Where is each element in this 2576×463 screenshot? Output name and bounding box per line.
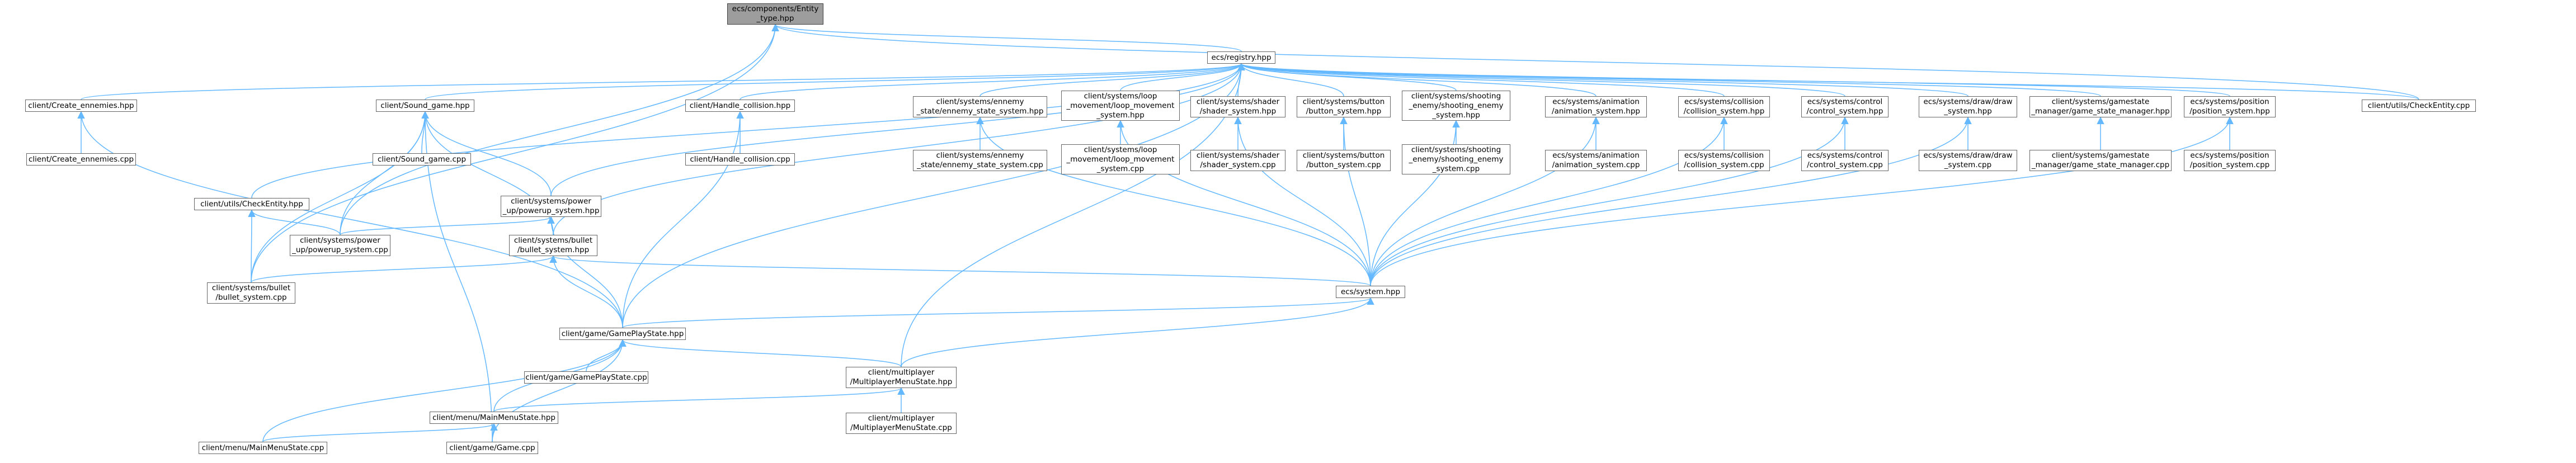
edge-mainmenu_hpp-to-game_cpp	[490, 423, 498, 442]
node-multiplayer-menu-state-cpp[interactable]: client/multiplayer /MultiplayerMenuState…	[846, 413, 957, 434]
node-shooting-enemy-system-cpp[interactable]: client/systems/shooting _enemy/shooting_…	[1402, 144, 1510, 174]
node-game-cpp[interactable]: client/game/Game.cpp	[446, 442, 538, 454]
node-bullet-system-hpp[interactable]: client/systems/bullet /bullet_system.hpp	[509, 235, 597, 256]
edge-button_hpp-to-system_hpp	[1340, 116, 1371, 286]
node-button-system-hpp[interactable]: client/systems/button /button_system.hpp	[1297, 96, 1391, 117]
node-sound-game-cpp[interactable]: client/Sound_game.cpp	[373, 153, 471, 166]
node-check-entity-cpp[interactable]: client/utils/CheckEntity.cpp	[2362, 100, 2476, 112]
edge-control_hpp-to-system_hpp	[1370, 116, 1849, 286]
edge-check_entity_hpp-to-bullet_cpp	[248, 209, 256, 283]
node-control-system-hpp[interactable]: ecs/systems/control /control_system.hpp	[1801, 96, 1889, 117]
edge-shader_hpp-to-system_hpp	[1234, 116, 1371, 286]
edge-registry-to-handle_collision_hpp	[740, 63, 1245, 100]
node-animation-system-cpp[interactable]: ecs/systems/animation /animation_system.…	[1545, 150, 1647, 171]
node-draw-system-hpp[interactable]: ecs/systems/draw/draw _system.hpp	[1919, 96, 2017, 117]
node-multiplayer-menu-state-hpp[interactable]: client/multiplayer /MultiplayerMenuState…	[846, 367, 957, 388]
edge-registry-to-multiplayer_hpp	[901, 63, 1245, 367]
edge-bullet_hpp-to-system_hpp	[549, 255, 1371, 286]
node-game-state-manager-hpp[interactable]: client/systems/gamestate _manager/game_s…	[2029, 96, 2172, 117]
edge-sound_game_hpp-to-powerup_hpp	[421, 111, 552, 196]
node-gameplay-state-hpp[interactable]: client/game/GamePlayState.hpp	[559, 328, 686, 340]
node-shader-system-hpp[interactable]: client/systems/shader /shader_system.hpp	[1190, 96, 1285, 117]
edge-entity-to-bullet_cpp	[251, 23, 779, 283]
edge-registry-to-check_entity_hpp	[251, 63, 1245, 199]
edge-enemy_state_hpp-to-system_hpp	[976, 116, 1371, 286]
node-collision-system-hpp[interactable]: ecs/systems/collision /collision_system.…	[1678, 96, 1770, 117]
edge-gameplay_hpp-to-gameplay_cpp	[586, 339, 627, 372]
node-position-system-cpp[interactable]: ecs/systems/position /position_system.cp…	[2184, 150, 2276, 171]
edge-registry-to-button_hpp	[1237, 63, 1344, 97]
edge-registry-to-draw_hpp	[1237, 63, 1969, 97]
edge-system_hpp-to-multiplayer_hpp	[901, 297, 1374, 367]
node-ennemy-state-system-cpp[interactable]: client/systems/ennemy _state/ennemy_stat…	[913, 150, 1047, 171]
edge-powerup_hpp-to-powerup_cpp	[340, 216, 555, 235]
node-shooting-enemy-system-hpp[interactable]: client/systems/shooting _enemy/shooting_…	[1402, 91, 1510, 121]
edge-registry-to-gamestate_hpp	[1237, 63, 2101, 97]
node-loop-movement-system-cpp[interactable]: client/systems/loop _movement/loop_movem…	[1061, 144, 1180, 174]
node-collision-system-cpp[interactable]: ecs/systems/collision /collision_system.…	[1678, 150, 1770, 171]
node-control-system-cpp[interactable]: ecs/systems/control /control_system.cpp	[1801, 150, 1889, 171]
edge-check_entity_hpp-to-powerup_cpp	[248, 209, 341, 235]
node-main-menu-state-hpp[interactable]: client/menu/MainMenuState.hpp	[430, 412, 558, 424]
node-main-menu-state-cpp[interactable]: client/menu/MainMenuState.cpp	[199, 442, 327, 454]
edge-registry-to-check_entity_cpp	[1238, 63, 2419, 100]
edge-collision_hpp-to-system_hpp	[1370, 116, 1728, 286]
node-ennemy-state-system-hpp[interactable]: client/systems/ennemy _state/ennemy_stat…	[913, 96, 1047, 117]
node-handle-collision-cpp[interactable]: client/Handle_collision.cpp	[685, 153, 795, 166]
edge-registry-to-loop_movement_hpp	[1120, 63, 1245, 91]
edge-registry-to-control_hpp	[1237, 63, 1845, 97]
node-bullet-system-cpp[interactable]: client/systems/bullet /bullet_system.cpp	[207, 282, 295, 304]
edge-entity-to-registry	[771, 23, 1242, 52]
edge-entity-to-check_entity_cpp	[771, 23, 2419, 100]
edge-gameplay_hpp-to-multiplayer_hpp	[619, 339, 902, 367]
node-draw-system-cpp[interactable]: ecs/systems/draw/draw _system.cpp	[1919, 150, 2017, 171]
edge-registry-to-enemy_state_hpp	[979, 63, 1245, 97]
node-handle-collision-hpp[interactable]: client/Handle_collision.hpp	[685, 100, 795, 112]
edge-draw_hpp-to-system_hpp	[1370, 116, 1972, 286]
edge-sound_game_hpp-to-bullet_cpp	[251, 111, 429, 283]
edge-registry-to-create_enemies_hpp	[81, 63, 1245, 100]
node-button-system-cpp[interactable]: client/systems/button /button_system.cpp	[1297, 150, 1391, 171]
node-create-ennemies-hpp[interactable]: client/Create_ennemies.hpp	[25, 100, 137, 112]
edge-sound_game_hpp-to-game_cpp	[421, 111, 493, 442]
node-sound-game-hpp[interactable]: client/Sound_game.hpp	[376, 100, 474, 112]
edge-animation_hpp-to-system_hpp	[1370, 116, 1600, 286]
node-registry-hpp[interactable]: ecs/registry.hpp	[1207, 51, 1275, 64]
node-powerup-system-hpp[interactable]: client/systems/power _up/powerup_system.…	[501, 196, 601, 217]
node-entity-type-hpp[interactable]: ecs/components/Entity _type.hpp	[727, 3, 823, 25]
node-system-hpp[interactable]: ecs/system.hpp	[1336, 286, 1405, 298]
node-position-system-hpp[interactable]: ecs/systems/position /position_system.hp…	[2184, 96, 2276, 117]
edge-gameplay_hpp-to-mainmenu_cpp	[262, 339, 627, 442]
edge-registry-to-sound_game_hpp	[425, 63, 1245, 100]
node-create-ennemies-cpp[interactable]: client/Create_ennemies.cpp	[26, 153, 136, 166]
edge-handle_collision_hpp-to-gameplay_hpp	[622, 111, 744, 328]
edge-multiplayer_hpp-to-mainmenu_hpp	[493, 387, 905, 412]
edge-bullet_hpp-to-gameplay_hpp	[549, 255, 623, 328]
edge-gameplay_hpp-to-game_cpp	[492, 339, 627, 442]
node-game-state-manager-cpp[interactable]: client/systems/gamestate _manager/game_s…	[2029, 150, 2172, 171]
edge-bullet_hpp-to-bullet_cpp	[251, 255, 557, 283]
edge-registry-to-powerup_hpp	[550, 63, 1245, 196]
node-check-entity-hpp[interactable]: client/utils/CheckEntity.hpp	[194, 198, 309, 210]
node-shader-system-cpp[interactable]: client/systems/shader /shader_system.cpp	[1190, 150, 1285, 171]
node-loop-movement-system-hpp[interactable]: client/systems/loop _movement/loop_movem…	[1061, 91, 1180, 121]
edge-position_hpp-to-system_hpp	[1370, 116, 2234, 286]
node-animation-system-hpp[interactable]: ecs/systems/animation /animation_system.…	[1545, 96, 1647, 117]
edge-system_hpp-to-gameplay_hpp	[622, 297, 1374, 328]
edge-registry-to-animation_hpp	[1237, 63, 1597, 97]
edge-entity-to-powerup_cpp	[340, 23, 779, 235]
edge-mainmenu_hpp-to-mainmenu_cpp	[262, 423, 498, 442]
node-gameplay-state-cpp[interactable]: client/game/GamePlayState.cpp	[524, 371, 648, 384]
edge-registry-to-collision_hpp	[1237, 63, 1725, 97]
node-powerup-system-cpp[interactable]: client/systems/power _up/powerup_system.…	[290, 235, 390, 256]
